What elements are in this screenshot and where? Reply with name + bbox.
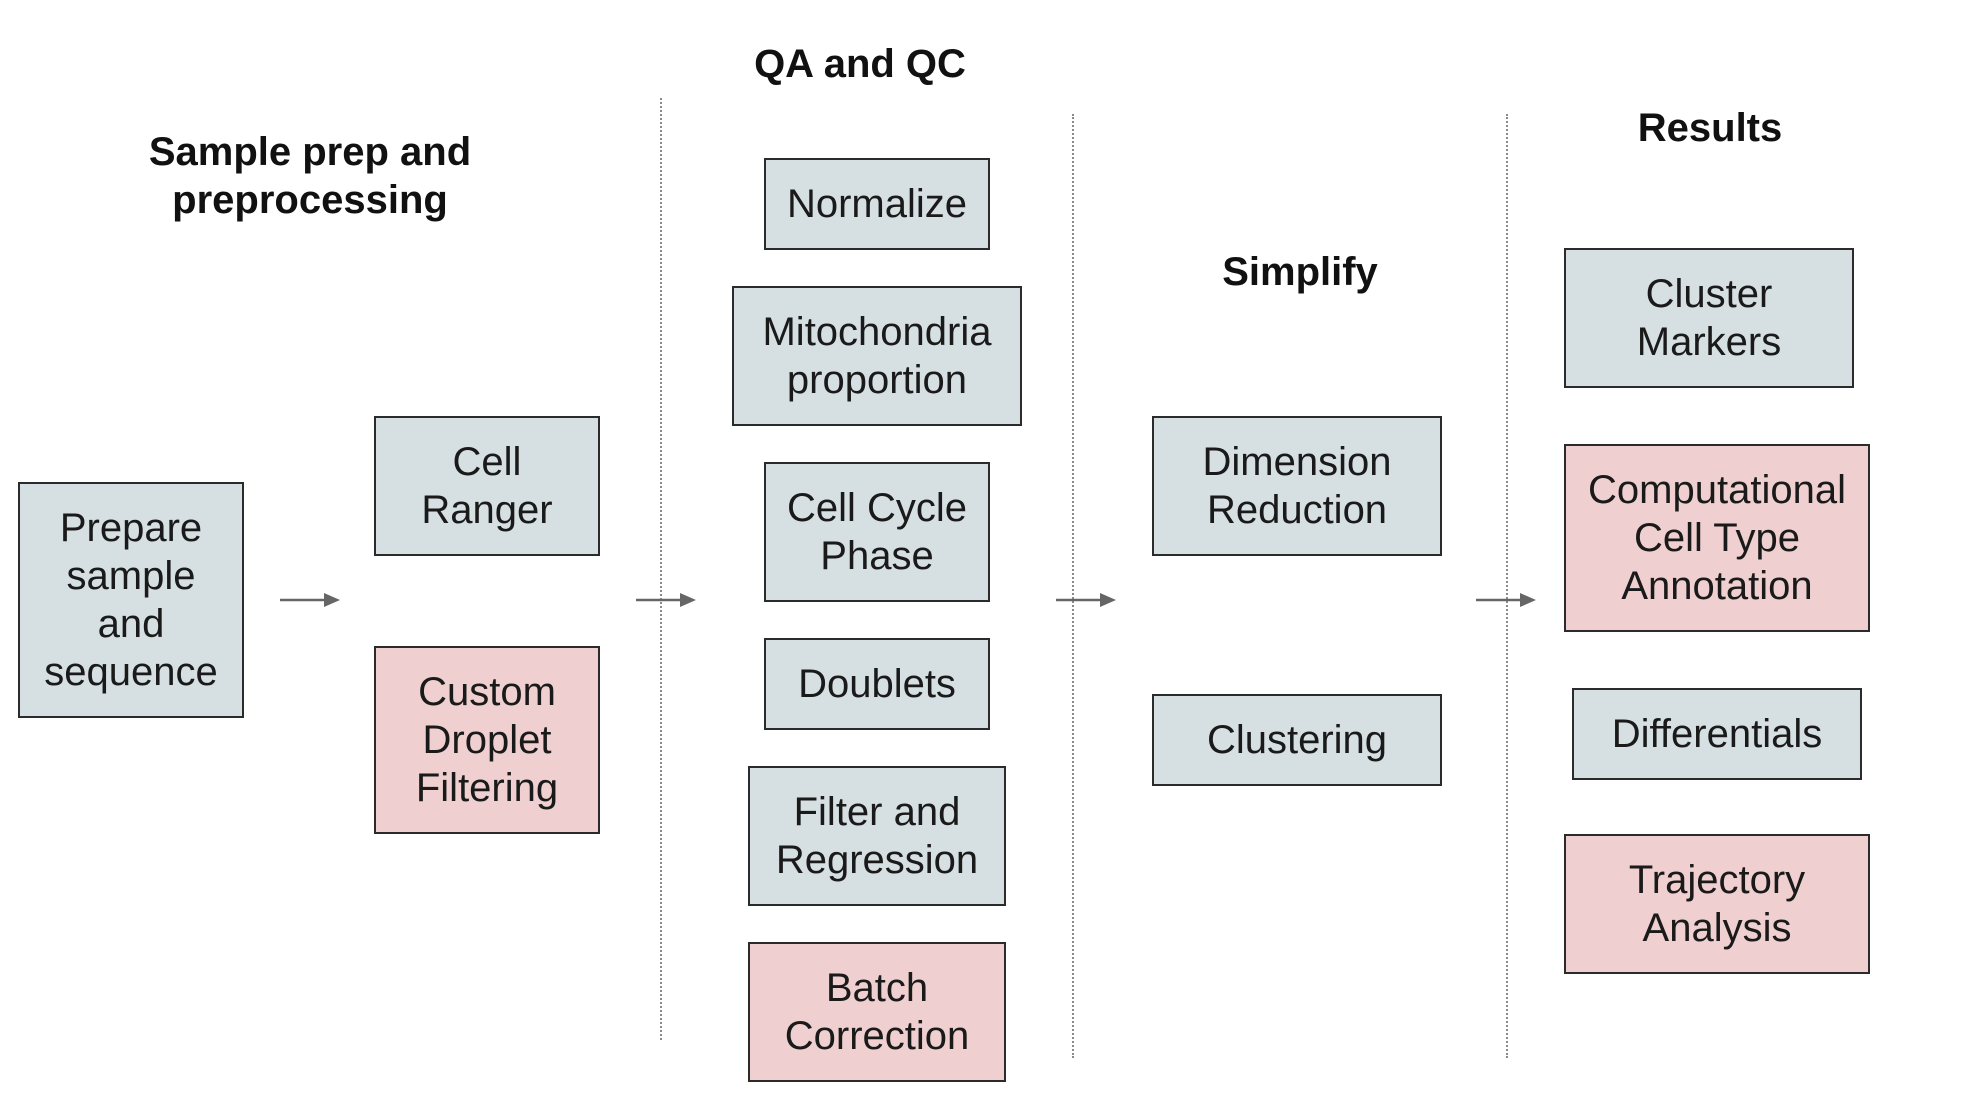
arrow-icon <box>1056 593 1116 607</box>
arrow-icon <box>636 593 696 607</box>
box-dimension-reduction: Dimension Reduction <box>1152 416 1442 556</box>
box-cell-ranger: Cell Ranger <box>374 416 600 556</box>
box-trajectory-analysis: Trajectory Analysis <box>1564 834 1870 974</box>
box-differentials: Differentials <box>1572 688 1862 780</box>
box-filter-and-regression: Filter and Regression <box>748 766 1006 906</box>
box-clustering: Clustering <box>1152 694 1442 786</box>
divider-2 <box>1072 114 1074 1058</box>
box-prepare-sample: Prepare sample and sequence <box>18 482 244 718</box>
arrow-icon <box>1476 593 1536 607</box>
box-normalize: Normalize <box>764 158 990 250</box>
heading-simplify: Simplify <box>1222 250 1378 294</box>
divider-1 <box>660 98 662 1040</box>
box-custom-droplet-filtering: Custom Droplet Filtering <box>374 646 600 834</box>
divider-3 <box>1506 114 1508 1058</box>
heading-sample-prep: Sample prep and preprocessing <box>148 130 472 222</box>
box-batch-correction: Batch Correction <box>748 942 1006 1082</box>
box-cell-cycle-phase: Cell Cycle Phase <box>764 462 990 602</box>
box-mitochondria-proportion: Mitochondria proportion <box>732 286 1022 426</box>
box-computational-cell-type-annotation: Computational Cell Type Annotation <box>1564 444 1870 632</box>
heading-results: Results <box>1637 106 1783 150</box>
box-doublets: Doublets <box>764 638 990 730</box>
arrow-icon <box>280 593 340 607</box>
heading-qa-qc: QA and QC <box>754 42 966 86</box>
box-cluster-markers: Cluster Markers <box>1564 248 1854 388</box>
